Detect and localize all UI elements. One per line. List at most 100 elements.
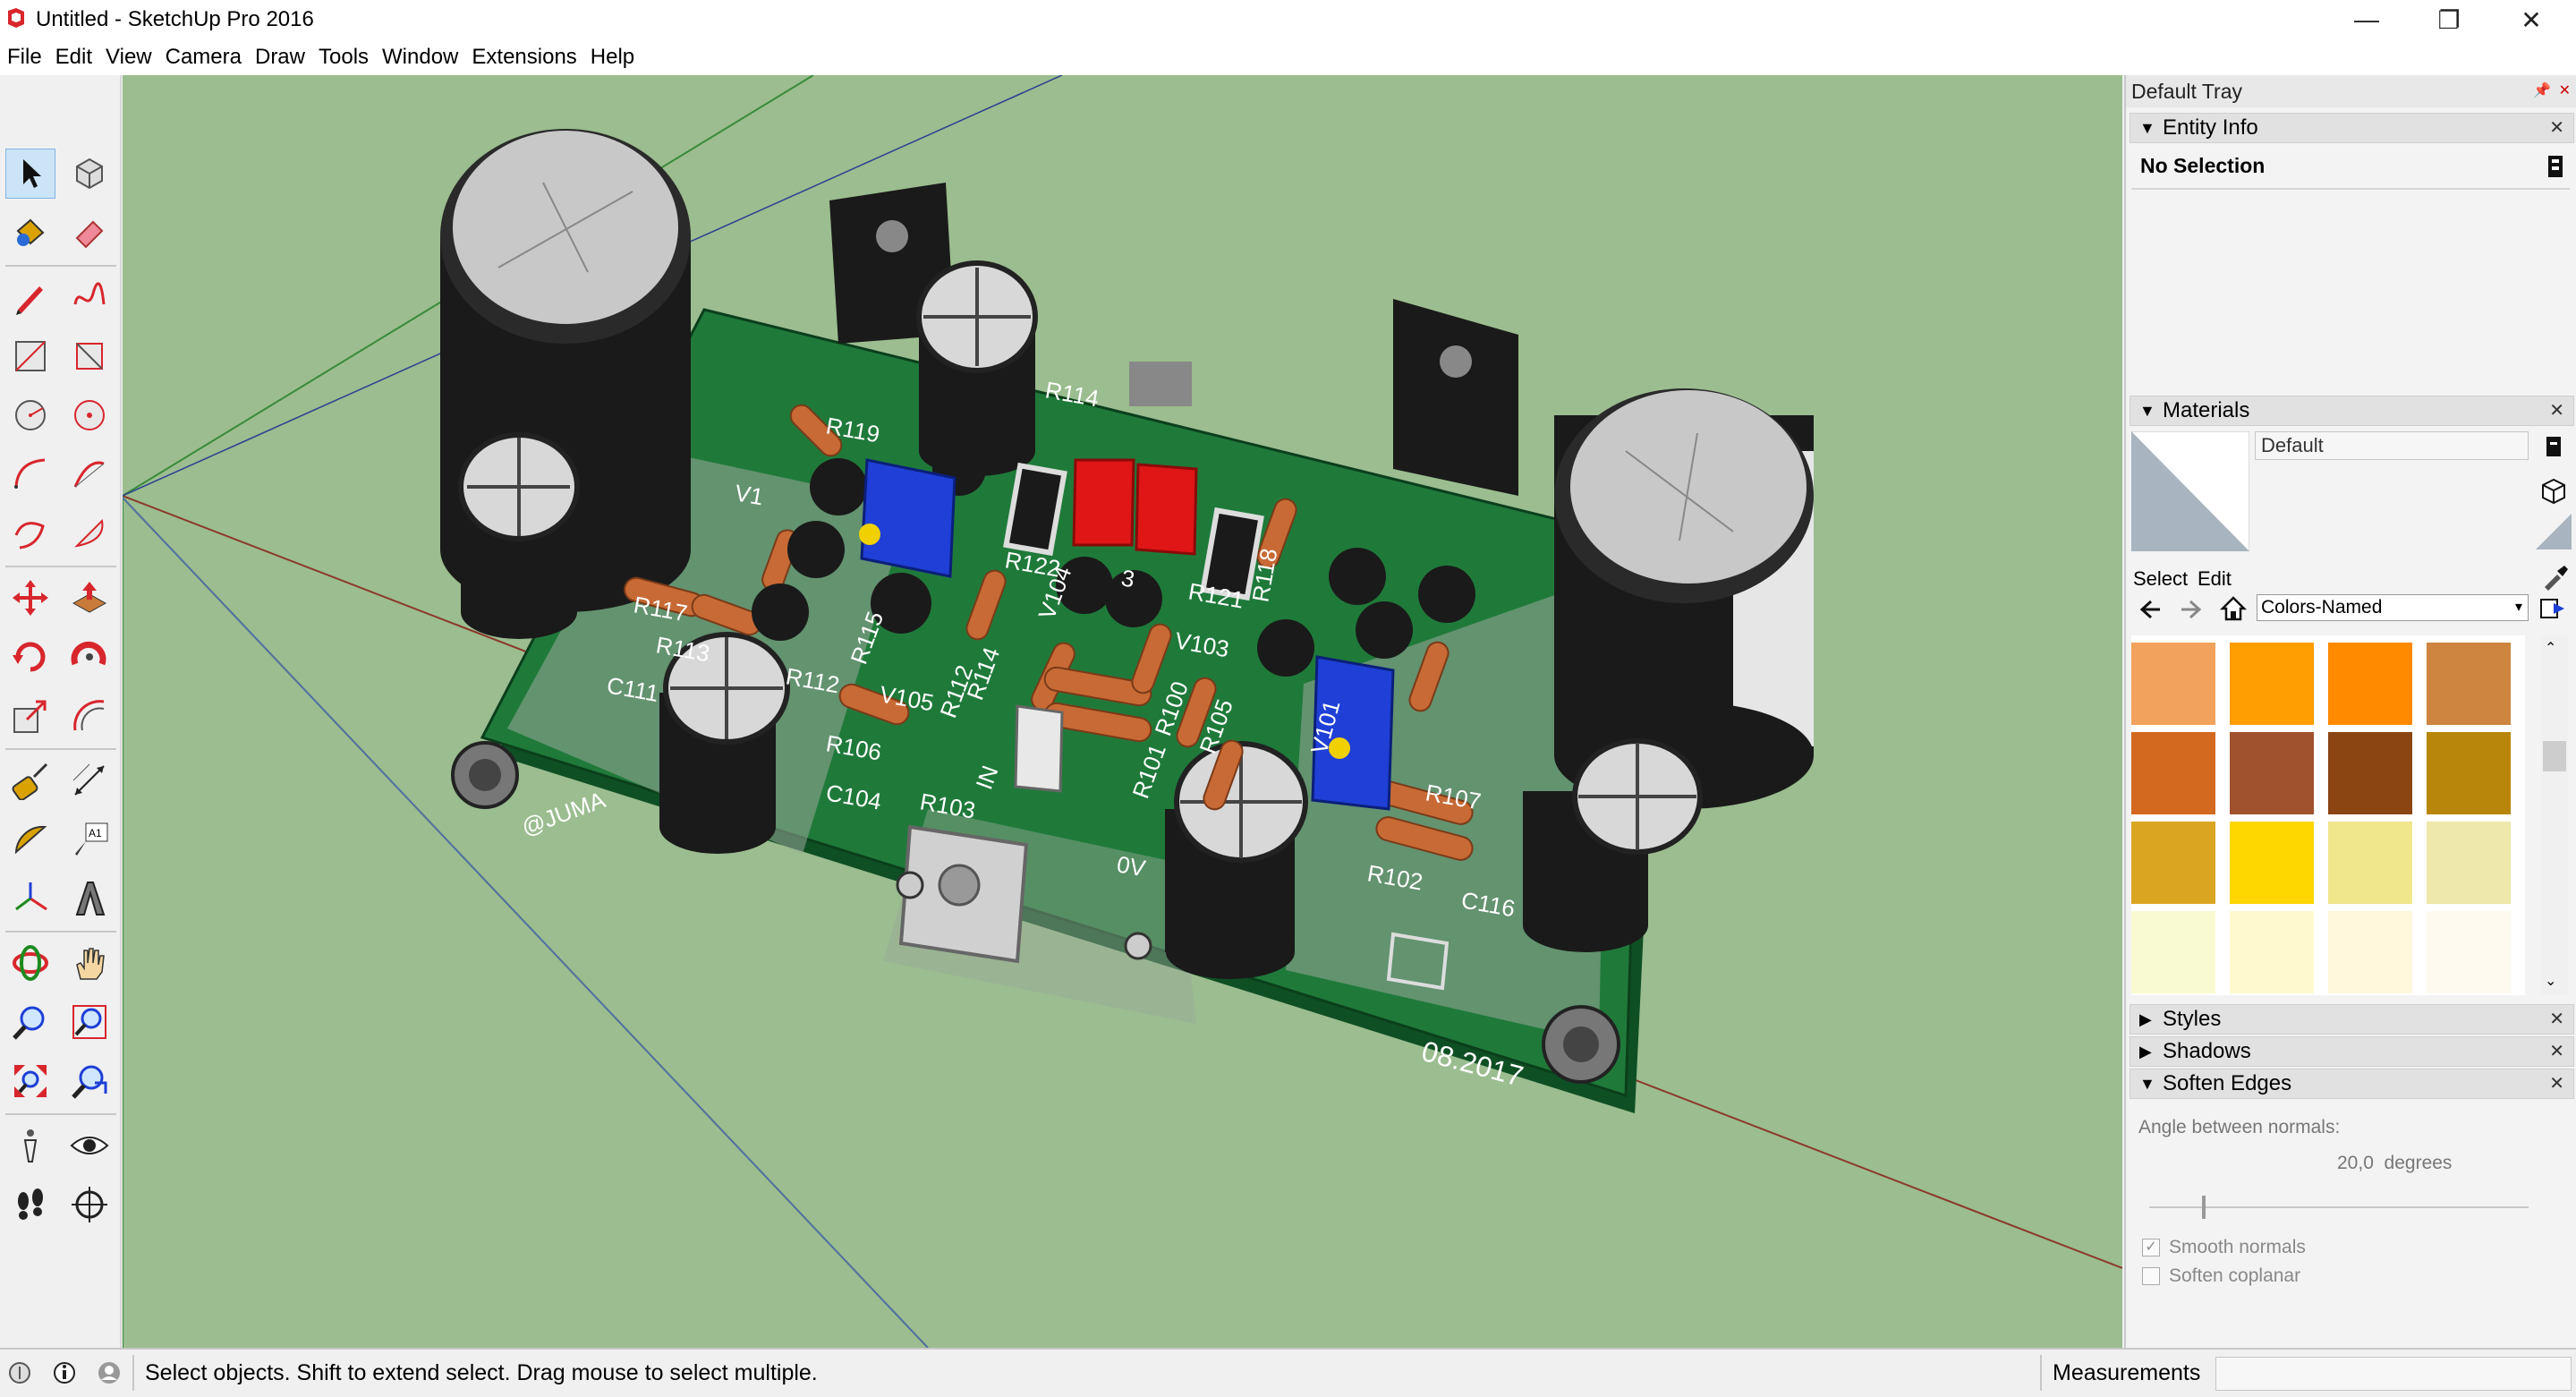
three-point-arc-tool-button[interactable] bbox=[5, 508, 55, 558]
swatch-scrollbar[interactable]: ⌃ ⌄ bbox=[2541, 635, 2568, 995]
pin-icon[interactable]: 📌 bbox=[2533, 83, 2551, 98]
zoom-extents-tool-button[interactable] bbox=[5, 1056, 55, 1106]
two-point-arc-tool-button[interactable] bbox=[64, 449, 115, 499]
push-pull-tool-button[interactable] bbox=[64, 573, 115, 623]
scroll-up-icon[interactable]: ⌃ bbox=[2545, 641, 2557, 656]
panel-close-icon[interactable]: ✕ bbox=[2549, 1042, 2564, 1061]
menu-view[interactable]: View bbox=[106, 45, 152, 69]
follow-me-tool-button[interactable] bbox=[64, 632, 115, 682]
material-name-field[interactable]: Default bbox=[2255, 431, 2529, 460]
soften-coplanar-checkbox[interactable] bbox=[2142, 1267, 2160, 1285]
axes-tool-button[interactable] bbox=[5, 873, 55, 924]
orbit-tool-button[interactable] bbox=[5, 938, 55, 988]
freehand-tool-button[interactable] bbox=[64, 272, 115, 322]
position-camera-tool-button[interactable] bbox=[5, 1120, 55, 1171]
pan-tool-button[interactable] bbox=[64, 938, 115, 988]
forward-arrow-icon[interactable] bbox=[2178, 596, 2205, 623]
rotated-rectangle-tool-button[interactable] bbox=[64, 331, 115, 381]
material-swatch[interactable] bbox=[2427, 732, 2511, 814]
line-tool-button[interactable] bbox=[5, 272, 55, 322]
zoom-window-tool-button[interactable] bbox=[64, 997, 115, 1047]
create-material-icon[interactable] bbox=[2541, 433, 2568, 460]
credits-icon[interactable] bbox=[52, 1360, 77, 1385]
styles-header[interactable]: ▶ Styles ✕ bbox=[2130, 1004, 2574, 1035]
menu-camera[interactable]: Camera bbox=[165, 45, 242, 69]
scroll-thumb[interactable] bbox=[2543, 741, 2566, 771]
text-tool-button[interactable]: A1 bbox=[64, 814, 115, 865]
tab-edit[interactable]: Edit bbox=[2198, 567, 2232, 590]
arc-tool-button[interactable] bbox=[5, 449, 55, 499]
menu-help[interactable]: Help bbox=[590, 45, 635, 69]
look-around-tool-button[interactable] bbox=[64, 1120, 115, 1171]
panel-close-icon[interactable]: ✕ bbox=[2549, 1074, 2564, 1094]
panel-close-icon[interactable]: ✕ bbox=[2549, 1009, 2564, 1029]
back-arrow-icon[interactable] bbox=[2137, 596, 2164, 623]
panel-close-icon[interactable]: ✕ bbox=[2549, 118, 2564, 138]
geo-location-icon[interactable] bbox=[7, 1360, 32, 1385]
material-swatch[interactable] bbox=[2131, 643, 2215, 725]
home-icon[interactable] bbox=[2219, 594, 2248, 623]
sample-material-icon[interactable] bbox=[2538, 474, 2568, 505]
details-arrow-icon[interactable] bbox=[2538, 594, 2568, 623]
angle-slider-thumb[interactable] bbox=[2202, 1196, 2206, 1219]
protractor-tool-button[interactable] bbox=[5, 814, 55, 865]
menu-edit[interactable]: Edit bbox=[55, 45, 93, 69]
select-tool-button[interactable] bbox=[5, 149, 55, 199]
eyedropper-icon[interactable] bbox=[2541, 564, 2568, 591]
material-swatch[interactable] bbox=[2328, 732, 2412, 814]
model-viewport[interactable]: R119 R114 R122 R121 R118 R117 R113 R112 … bbox=[123, 75, 2122, 1348]
menu-extensions[interactable]: Extensions bbox=[472, 45, 577, 69]
material-swatch[interactable] bbox=[2328, 822, 2412, 904]
material-swatch[interactable] bbox=[2230, 643, 2314, 725]
tab-select[interactable]: Select bbox=[2133, 567, 2189, 590]
scale-tool-button[interactable] bbox=[5, 691, 55, 741]
material-swatch[interactable] bbox=[2328, 643, 2412, 725]
smooth-normals-checkbox[interactable]: ✓ bbox=[2142, 1239, 2160, 1256]
entity-info-header[interactable]: ▼ Entity Info ✕ bbox=[2130, 113, 2574, 143]
material-swatch[interactable] bbox=[2427, 643, 2511, 725]
tape-measure-tool-button[interactable] bbox=[5, 755, 55, 805]
soften-coplanar-option[interactable]: Soften coplanar bbox=[2142, 1265, 2300, 1287]
make-component-tool-button[interactable] bbox=[64, 149, 115, 199]
entity-info-toggle-icon[interactable] bbox=[2545, 154, 2566, 179]
angle-slider-track[interactable] bbox=[2149, 1196, 2529, 1219]
rectangle-tool-button[interactable] bbox=[5, 331, 55, 381]
material-swatch[interactable] bbox=[2230, 732, 2314, 814]
scroll-down-icon[interactable]: ⌄ bbox=[2545, 974, 2557, 989]
measurements-input[interactable] bbox=[2215, 1357, 2572, 1391]
material-swatch[interactable] bbox=[2230, 822, 2314, 904]
smooth-normals-option[interactable]: ✓ Smooth normals bbox=[2142, 1237, 2306, 1258]
eraser-tool-button[interactable] bbox=[64, 208, 115, 258]
user-account-icon[interactable] bbox=[97, 1360, 122, 1385]
pie-tool-button[interactable] bbox=[64, 508, 115, 558]
rotate-tool-button[interactable] bbox=[5, 632, 55, 682]
material-swatch[interactable] bbox=[2427, 822, 2511, 904]
menu-draw[interactable]: Draw bbox=[254, 45, 305, 69]
menu-window[interactable]: Window bbox=[382, 45, 459, 69]
menu-file[interactable]: File bbox=[7, 45, 42, 69]
material-swatch[interactable] bbox=[2427, 911, 2511, 993]
dimension-tool-button[interactable] bbox=[64, 755, 115, 805]
material-swatch[interactable] bbox=[2328, 911, 2412, 993]
restore-button[interactable]: ❐ bbox=[2408, 0, 2490, 39]
circle-tool-button[interactable] bbox=[5, 390, 55, 440]
material-swatch[interactable] bbox=[2131, 732, 2215, 814]
section-plane-tool-button[interactable] bbox=[64, 1180, 115, 1230]
zoom-tool-button[interactable] bbox=[5, 997, 55, 1047]
materials-header[interactable]: ▼ Materials ✕ bbox=[2130, 396, 2574, 426]
polygon-tool-button[interactable] bbox=[64, 390, 115, 440]
material-swatch[interactable] bbox=[2131, 911, 2215, 993]
tray-close-icon[interactable]: ✕ bbox=[2558, 83, 2571, 98]
walk-tool-button[interactable] bbox=[5, 1180, 55, 1230]
close-window-button[interactable]: ✕ bbox=[2490, 0, 2572, 39]
3d-text-tool-button[interactable] bbox=[64, 873, 115, 924]
previous-view-tool-button[interactable] bbox=[64, 1056, 115, 1106]
material-swatch[interactable] bbox=[2131, 822, 2215, 904]
minimize-button[interactable]: — bbox=[2325, 0, 2408, 39]
menu-tools[interactable]: Tools bbox=[319, 45, 370, 69]
material-swatch[interactable] bbox=[2230, 911, 2314, 993]
soften-edges-header[interactable]: ▼ Soften Edges ✕ bbox=[2130, 1069, 2574, 1099]
move-tool-button[interactable] bbox=[5, 573, 55, 623]
shadows-header[interactable]: ▶ Shadows ✕ bbox=[2130, 1036, 2574, 1067]
offset-tool-button[interactable] bbox=[64, 691, 115, 741]
